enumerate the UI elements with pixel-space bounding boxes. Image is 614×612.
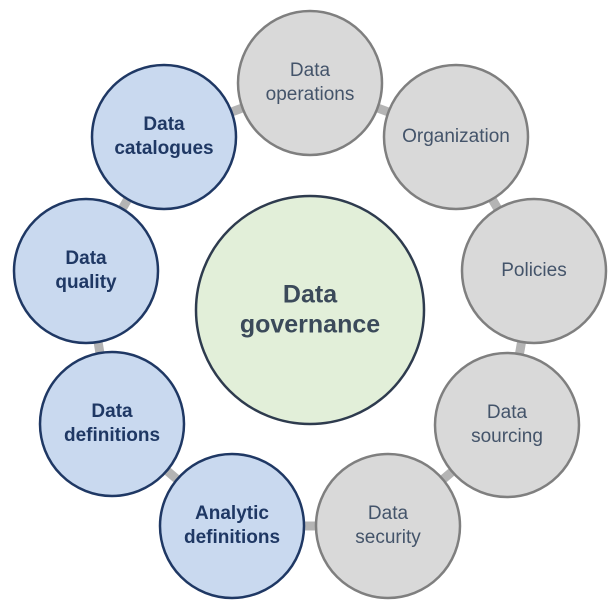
node-label-line: Data [290, 60, 331, 81]
node-label-line: Policies [501, 260, 566, 281]
node-label-line: quality [55, 272, 117, 293]
node-data-operations: Data operations [236, 9, 384, 157]
node-organization: Organization [382, 63, 530, 211]
center-circle [194, 194, 426, 426]
node-label-line: definitions [184, 527, 280, 548]
node-label-line: sourcing [471, 426, 543, 447]
node-analytic-definitions: Analytic definitions [158, 452, 306, 600]
node-policies: Policies [460, 197, 608, 345]
node-data-quality: Data quality [12, 197, 160, 345]
node-label-line: operations [266, 84, 355, 105]
node-label-line: Data [143, 114, 185, 135]
node-label-line: Analytic [195, 503, 269, 524]
node-data-catalogues: Data catalogues [90, 63, 238, 211]
ring-nodes: Data operations Organization Policies Da… [12, 9, 608, 600]
node-label-line: Data [65, 248, 107, 269]
node-label-line: security [355, 527, 421, 548]
center-label-line-1: Data [283, 281, 338, 309]
node-label-line: Data [91, 401, 133, 422]
node-data-definitions: Data definitions [38, 350, 186, 498]
node-label-line: catalogues [114, 138, 213, 159]
node-label-line: Data [368, 503, 409, 524]
node-label-line: Organization [402, 126, 510, 147]
node-label-line: Data [487, 402, 528, 423]
node-label-line: definitions [64, 425, 160, 446]
center-label-line-2: governance [240, 311, 380, 339]
node-data-sourcing: Data sourcing [433, 351, 581, 499]
center-node-data-governance: Data governance [194, 194, 426, 426]
node-data-security: Data security [314, 452, 462, 600]
